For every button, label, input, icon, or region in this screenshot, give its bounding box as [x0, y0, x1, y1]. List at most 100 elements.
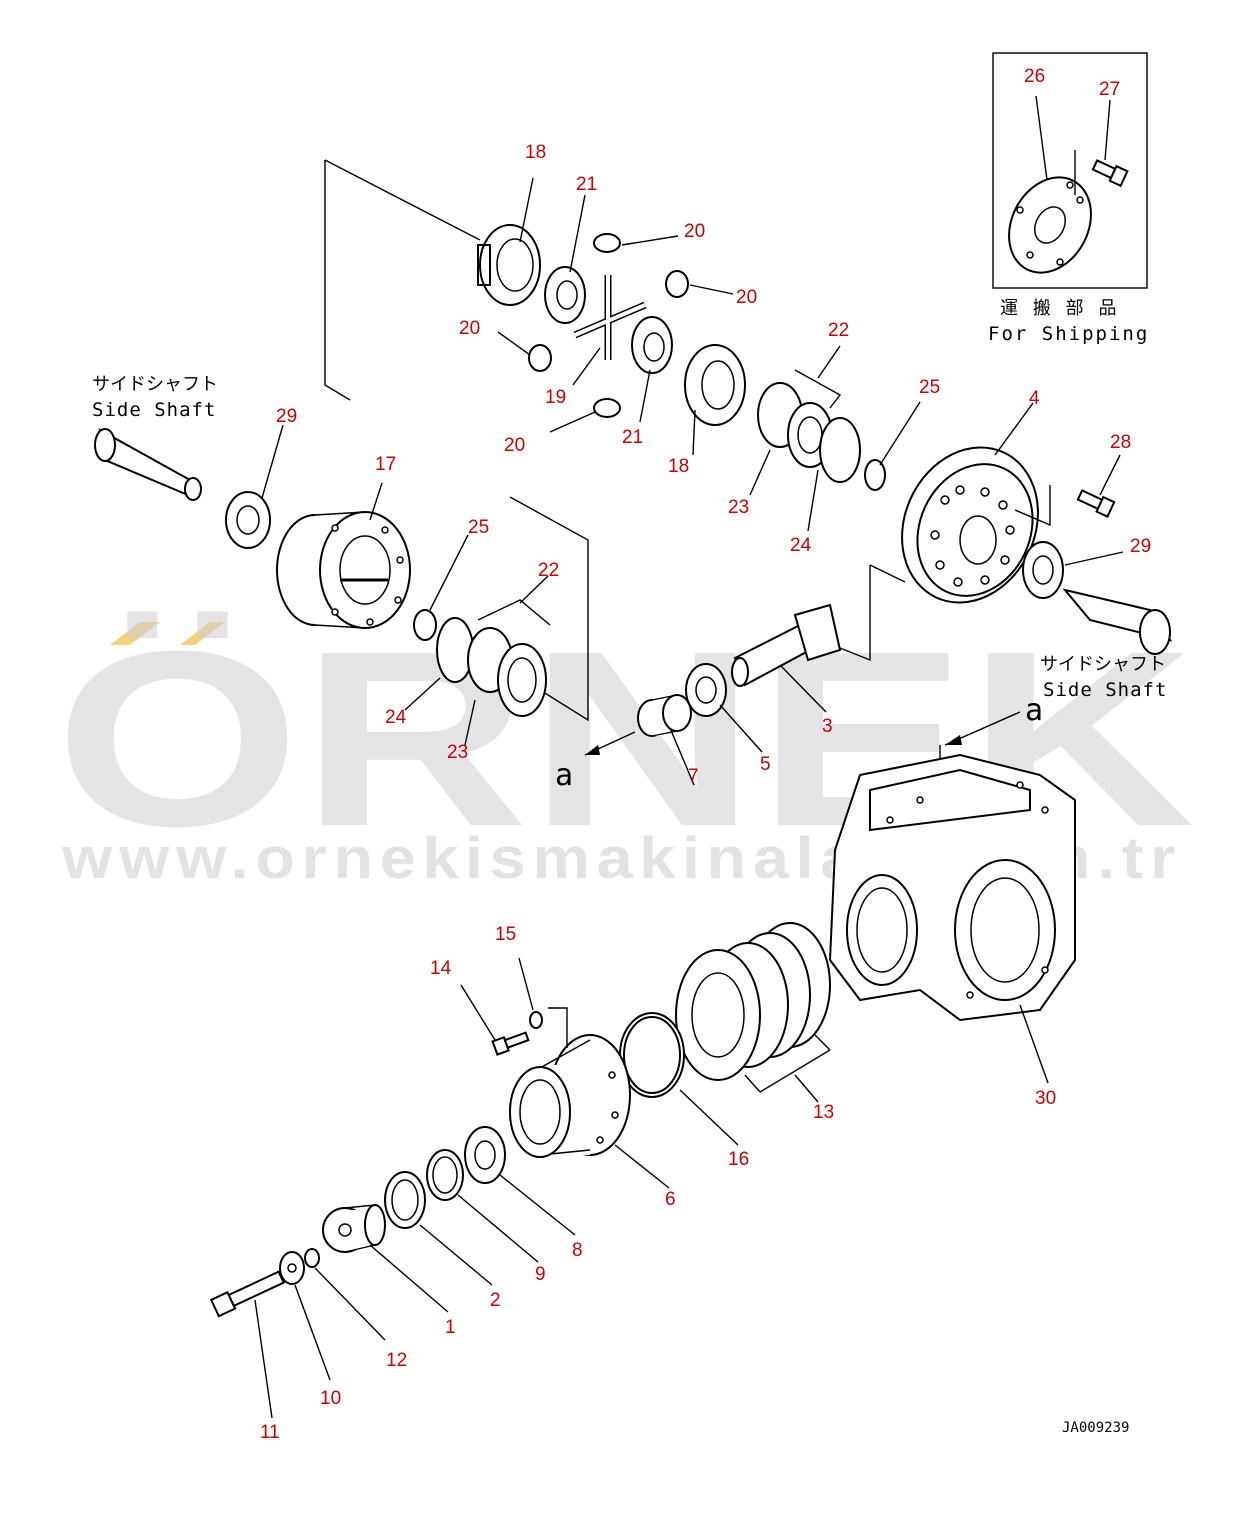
watermark: ÖRNEK www.ornekismakinalari.com.tr: [55, 599, 1195, 891]
pinion-20-top: [593, 233, 621, 253]
right-side-shaft-group: 29 サイドシャフト Side Shaft a: [944, 536, 1173, 746]
callout-29-right: 29: [1130, 536, 1151, 557]
pinion-shaft-3: [731, 603, 842, 687]
callout-16: 16: [728, 1149, 749, 1170]
diagram-code: JA009239: [1062, 1420, 1129, 1436]
side-gear-21-bottom: [631, 316, 673, 374]
watermark-accent-right: [180, 622, 225, 645]
spider-19: [573, 275, 647, 360]
callout-1: 1: [445, 1317, 456, 1338]
side-shaft-left: [94, 428, 202, 501]
callout-12: 12: [386, 1350, 407, 1371]
washer-10: [279, 1251, 305, 1285]
callout-22-top: 22: [828, 320, 849, 341]
callout-24-top: 24: [790, 535, 812, 556]
callout-27: 27: [1099, 79, 1120, 100]
callout-30: 30: [1035, 1088, 1056, 1109]
callout-20-c: 20: [459, 318, 480, 339]
seal-2: [384, 1171, 426, 1229]
bolt-14: [491, 1031, 530, 1056]
shipping-label-jp: 運 搬 部 品: [1000, 298, 1119, 319]
callout-21-bottom: 21: [622, 427, 643, 448]
pinion-20-right: [665, 270, 689, 298]
callout-11: 11: [260, 1422, 280, 1443]
bearing-5: [685, 663, 727, 717]
side-shaft-left-jp: サイドシャフト: [92, 374, 218, 395]
bushing-7: [637, 694, 692, 737]
callout-8: 8: [572, 1240, 583, 1261]
view-marker-right: a: [1025, 693, 1043, 728]
pinion-20-bottom: [593, 398, 621, 418]
axle-housing-group: 30: [828, 745, 1076, 1109]
callout-6: 6: [665, 1189, 676, 1210]
callout-22-left: 22: [538, 560, 559, 581]
callout-10: 10: [320, 1388, 341, 1409]
side-gear-21-top: [544, 266, 586, 324]
bevel-gear-group: 4 28: [839, 388, 1131, 662]
bearing-8: [464, 1126, 506, 1184]
side-shaft-right-en: Side Shaft: [1043, 679, 1167, 701]
o-ring-12: [304, 1248, 320, 1268]
lock-25-left: [413, 609, 437, 641]
callout-19: 19: [545, 387, 566, 408]
shim-pack-13: 13: [675, 922, 834, 1123]
cage-6: [509, 1034, 631, 1158]
callout-3: 3: [822, 716, 833, 737]
shipping-label-en: For Shipping: [988, 323, 1149, 345]
seal-group: 8 9 2: [384, 1126, 583, 1311]
nut-24-left: [436, 617, 474, 683]
callout-13: 13: [813, 1102, 834, 1123]
left-side-shaft-group: サイドシャフト Side Shaft 29 17: [92, 374, 589, 763]
callout-17: 17: [375, 454, 396, 475]
callout-25-top: 25: [919, 377, 940, 398]
seal-9: [426, 1149, 464, 1201]
lock-25-top: [864, 459, 886, 491]
differential-group: 18 21 20 20 20 19 20 21 18 22 23 24 25: [324, 142, 940, 556]
callout-5: 5: [760, 754, 771, 775]
callout-9: 9: [535, 1264, 546, 1285]
callout-18-top: 18: [525, 142, 546, 163]
diff-case-half-18-bottom: [684, 344, 746, 426]
callout-7: 7: [688, 766, 699, 787]
callout-4: 4: [1029, 388, 1040, 409]
nut-24-top: [819, 417, 861, 483]
callout-21-top: 21: [576, 174, 597, 195]
callout-15: 15: [495, 924, 516, 945]
callout-25-left: 25: [468, 517, 489, 538]
coupling-group: 1 12 10 11: [209, 1204, 456, 1443]
diff-case-17: [276, 511, 411, 629]
watermark-accent-left: [110, 622, 160, 645]
bearing-22-top: [757, 382, 833, 468]
o-ring-16: 16: [619, 1012, 749, 1170]
callout-26: 26: [1024, 66, 1045, 87]
cage-group: 6 14 15: [430, 924, 676, 1210]
pinion-20-left: [528, 344, 552, 372]
bearing-29-right: [1022, 541, 1064, 599]
callout-20-a: 20: [684, 221, 705, 242]
callout-14: 14: [430, 958, 452, 979]
diff-case-half-18-top: [477, 224, 541, 306]
shipping-bolt: [1091, 159, 1129, 188]
bearing-22-left: [467, 627, 547, 717]
bearing-29-left: [225, 491, 271, 549]
shipping-box: 26 27 運 搬 部 品 For Shipping: [988, 52, 1149, 345]
washer-15: [529, 1011, 543, 1029]
coupling-1: [322, 1204, 386, 1253]
callout-23-left: 23: [447, 742, 468, 763]
pinion-shaft-group: 3 5 7 a: [555, 603, 842, 793]
callout-23-top: 23: [728, 497, 749, 518]
view-marker-left: a: [555, 758, 573, 793]
bolt-28: [1076, 489, 1116, 518]
callout-20-b: 20: [736, 287, 757, 308]
bevel-gear-bolt-holes: [930, 485, 1015, 587]
callout-18-bottom: 18: [668, 456, 689, 477]
bolt-11: [209, 1270, 286, 1318]
side-shaft-right-jp: サイドシャフト: [1040, 654, 1166, 675]
callout-29-left: 29: [276, 406, 297, 427]
side-shaft-left-en: Side Shaft: [92, 399, 216, 421]
side-shaft-right: [1062, 588, 1173, 655]
callout-20-d: 20: [504, 435, 525, 456]
callout-24-left: 24: [385, 707, 407, 728]
callout-2: 2: [490, 1290, 501, 1311]
